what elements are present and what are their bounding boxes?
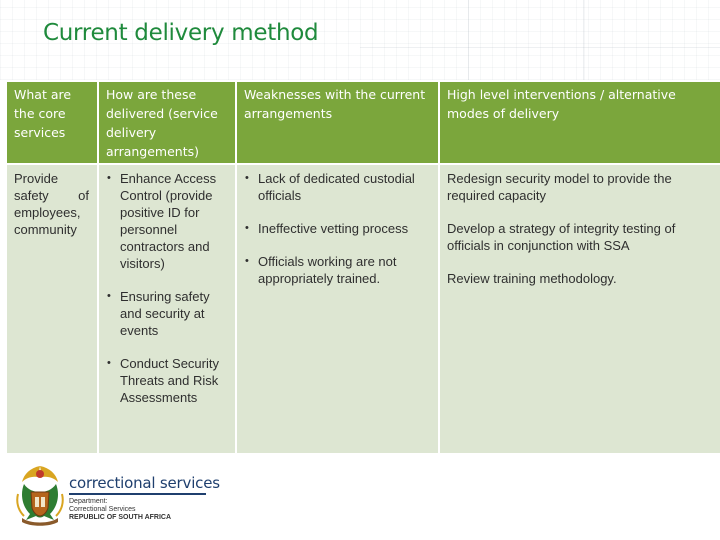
list-item: Ineffective vetting process (244, 220, 430, 237)
table-header-row: What are the core services How are these… (5, 80, 720, 165)
weaknesses-list: Lack of dedicated custodial officials In… (244, 170, 430, 287)
list-item: Officials working are not appropriately … (244, 253, 430, 287)
weaknesses-cell: Lack of dedicated custodial officials In… (235, 163, 440, 455)
dept-line-3: REPUBLIC OF SOUTH AFRICA (69, 514, 172, 521)
dept-line-1: Department: (69, 498, 108, 505)
delivery-method-table: What are the core services How are these… (5, 80, 720, 455)
delivery-list: Enhance Access Control (provide positive… (106, 170, 227, 406)
coat-of-arms-icon (16, 466, 64, 526)
interventions-cell: Redesign security model to provide the r… (438, 163, 720, 455)
dept-line-2: Correctional Services (69, 506, 136, 513)
blueprint-background (0, 0, 720, 80)
table-row: Provide safety of employees, community E… (5, 163, 720, 455)
intervention-item: Review training methodology. (447, 271, 617, 286)
list-item: Enhance Access Control (provide positive… (106, 170, 227, 272)
brand-wordmark: correctional services (69, 474, 220, 492)
slide-title: Current delivery method (43, 20, 319, 46)
intervention-item: Redesign security model to provide the r… (447, 171, 672, 203)
header-interventions: High level interventions / alternative m… (438, 80, 720, 165)
core-service-cell: Provide safety of employees, community (5, 163, 99, 455)
list-item: Conduct Security Threats and Risk Assess… (106, 355, 227, 406)
header-delivery-arrangements: How are these delivered (service deliver… (97, 80, 237, 165)
intervention-item: Develop a strategy of integrity testing … (447, 221, 676, 253)
department-label: Department: Correctional Services REPUBL… (69, 498, 171, 522)
header-core-services: What are the core services (5, 80, 99, 165)
list-item: Ensuring safety and security at events (106, 288, 227, 339)
header-weaknesses: Weaknesses with the current arrangements (235, 80, 440, 165)
brand-divider (69, 493, 206, 495)
delivery-cell: Enhance Access Control (provide positive… (97, 163, 237, 455)
list-item: Lack of dedicated custodial officials (244, 170, 430, 204)
core-service-text: Provide safety of employees, community (14, 171, 89, 237)
